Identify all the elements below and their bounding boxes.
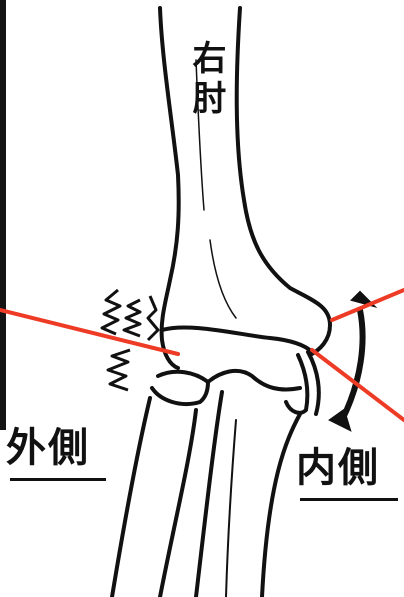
joint-line-lower: [158, 371, 300, 390]
ulna-outline-left: [196, 392, 222, 597]
radial-head: [152, 382, 208, 404]
zigzag-burst-icon: [102, 290, 158, 390]
trochlea-band: [286, 355, 307, 413]
radius-outline-left: [112, 398, 150, 597]
label-medial: 内側: [296, 448, 380, 488]
label-right-elbow: 右肘: [183, 40, 223, 120]
trochlea-band-inner: [308, 352, 319, 414]
joint-line: [162, 327, 312, 352]
medial-underline: [300, 498, 398, 501]
pointer-medial-upper: [332, 290, 404, 320]
ulna-inner-line: [226, 420, 236, 597]
humerus-outline-right: [237, 8, 330, 355]
label-lateral: 外側: [6, 428, 90, 468]
lateral-underline: [10, 478, 106, 481]
humerus-outline-left: [160, 8, 179, 368]
radius-outline-right: [160, 410, 196, 597]
ulna-outline-right: [262, 414, 300, 597]
